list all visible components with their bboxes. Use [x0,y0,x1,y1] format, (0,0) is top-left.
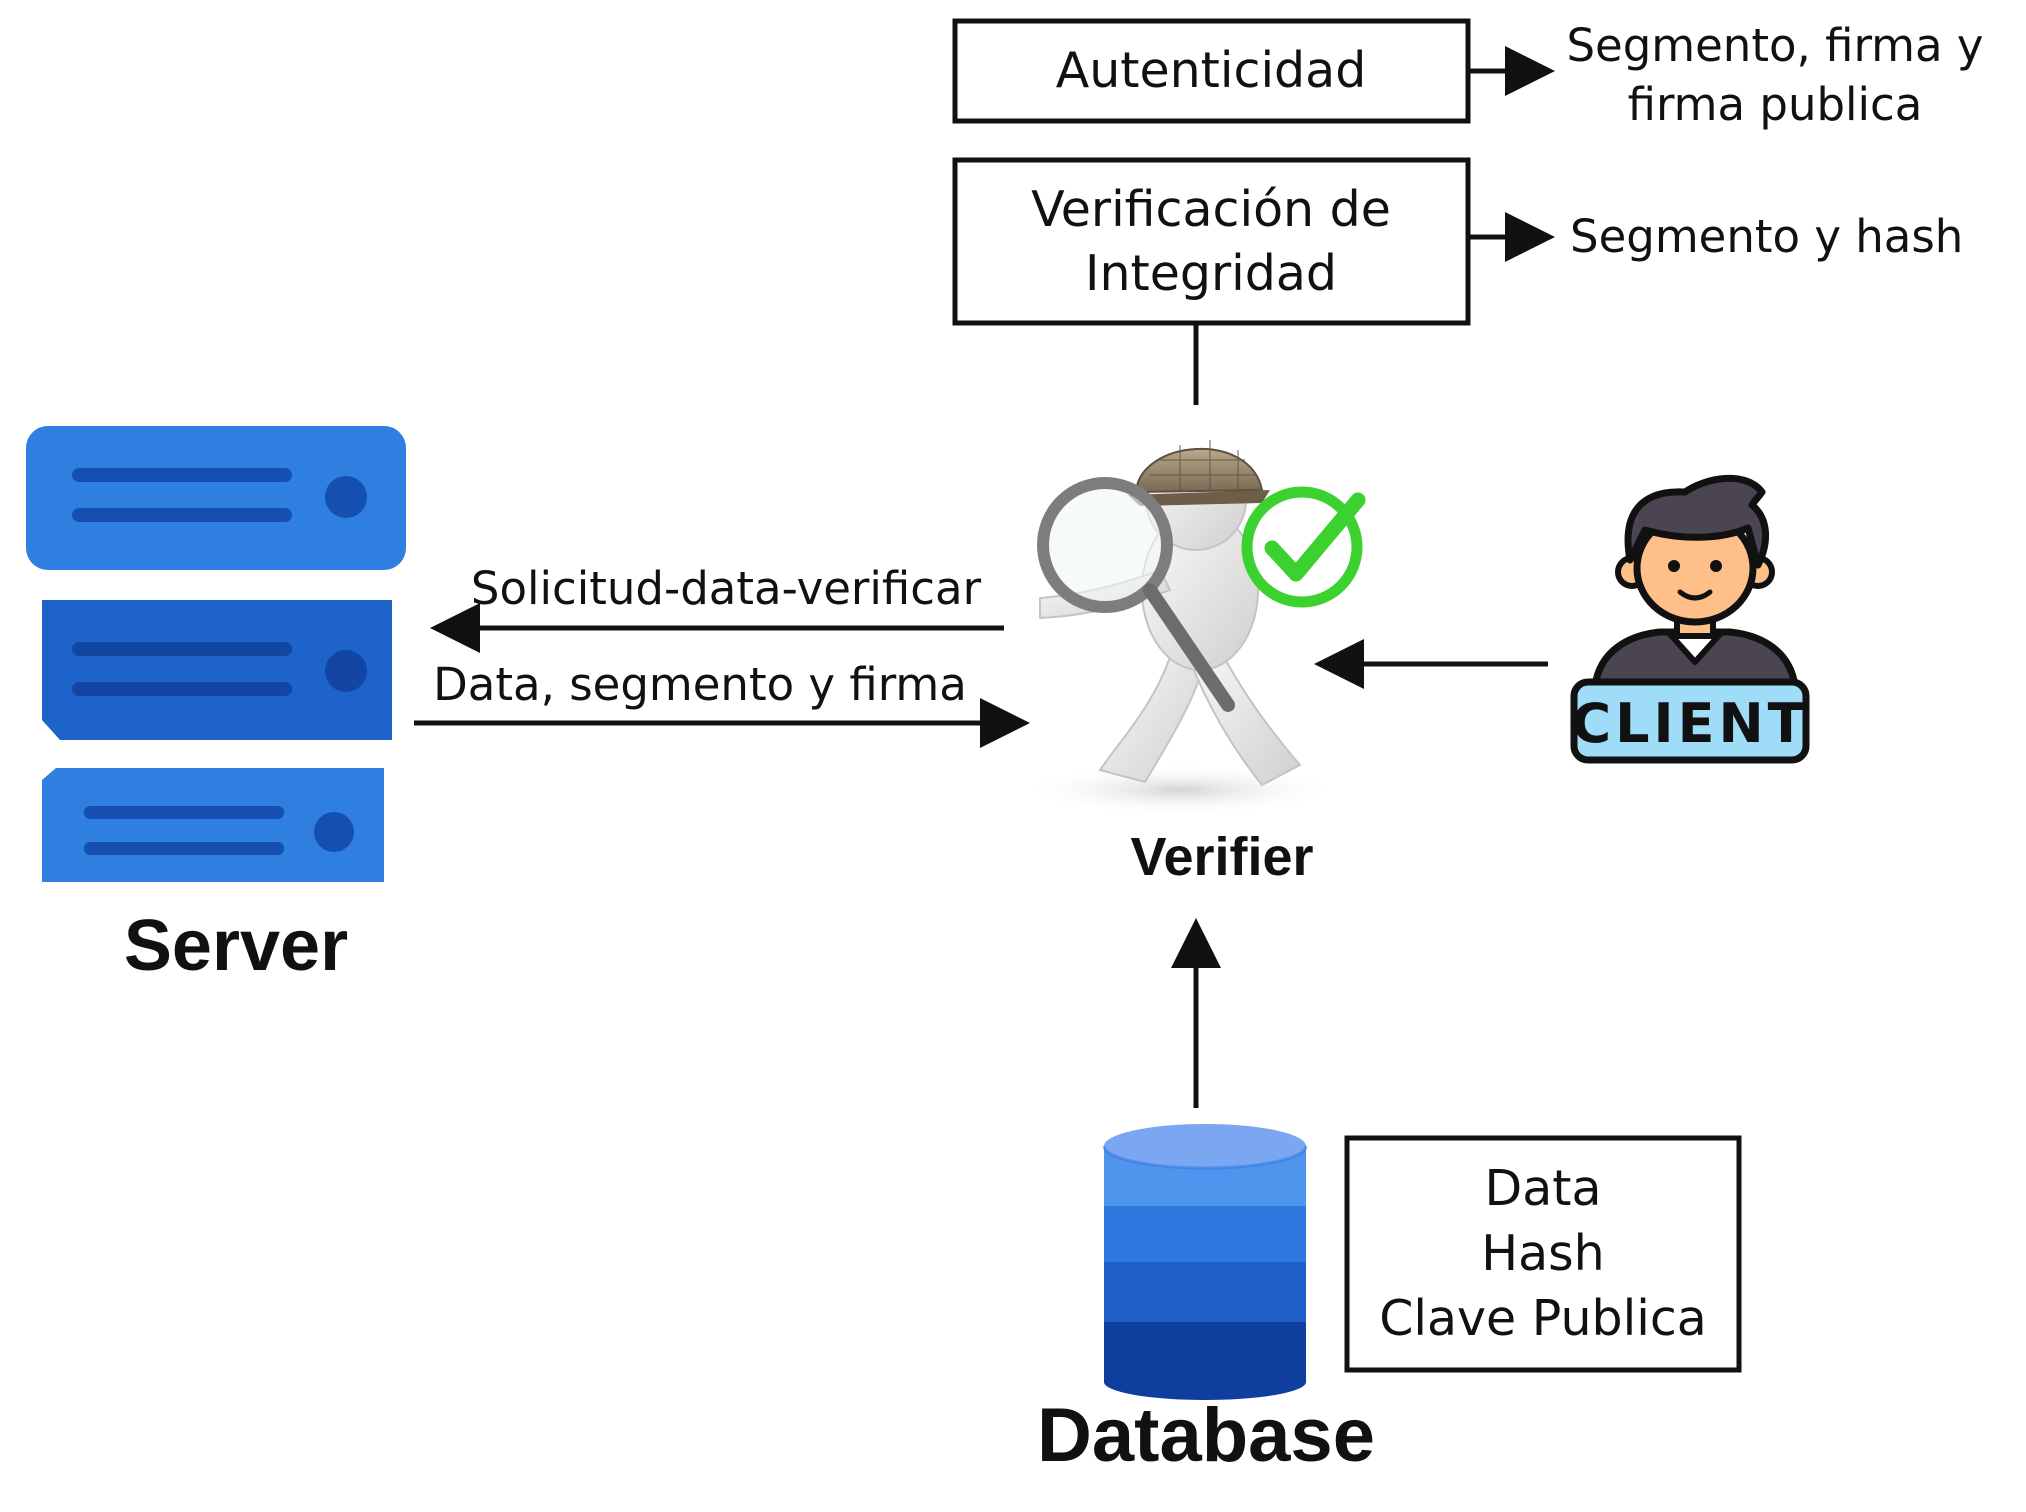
integrity-note: Segmento y hash [1570,210,1963,263]
detective-figure-icon [1020,440,1340,816]
database-icon [1102,1124,1308,1400]
request-arrow-label: Solicitud-data-verificar [471,562,982,615]
database-contents-box: Data Hash Clave Publica [1344,1135,1742,1373]
response-arrow-label: Data, segmento y firma [433,658,967,711]
server-label: Server [124,906,348,986]
client-badge: CLIENT [1570,678,1810,764]
database-content-data: Data [1485,1160,1602,1217]
authenticity-box: Autenticidad [952,18,1471,124]
authenticity-note-line-2: firma publica [1628,78,1923,131]
integrity-label-line-1: Verificación de [1031,181,1391,238]
integrity-label-line-2: Integridad [1085,245,1337,302]
verifier-label: Verifier [1130,827,1313,887]
client-avatar-icon [1591,474,1799,690]
check-mark-icon [1241,486,1366,608]
database-content-hash: Hash [1481,1225,1604,1282]
server-icon [26,426,406,882]
client-badge-text: CLIENT [1571,692,1808,755]
integrity-box: Verificación de Integridad [952,157,1471,326]
database-label: Database [1037,1393,1375,1478]
database-content-public-key: Clave Publica [1379,1290,1707,1347]
authenticity-note-line-1: Segmento, firma y [1566,19,1983,72]
authenticity-label: Autenticidad [1056,42,1367,99]
